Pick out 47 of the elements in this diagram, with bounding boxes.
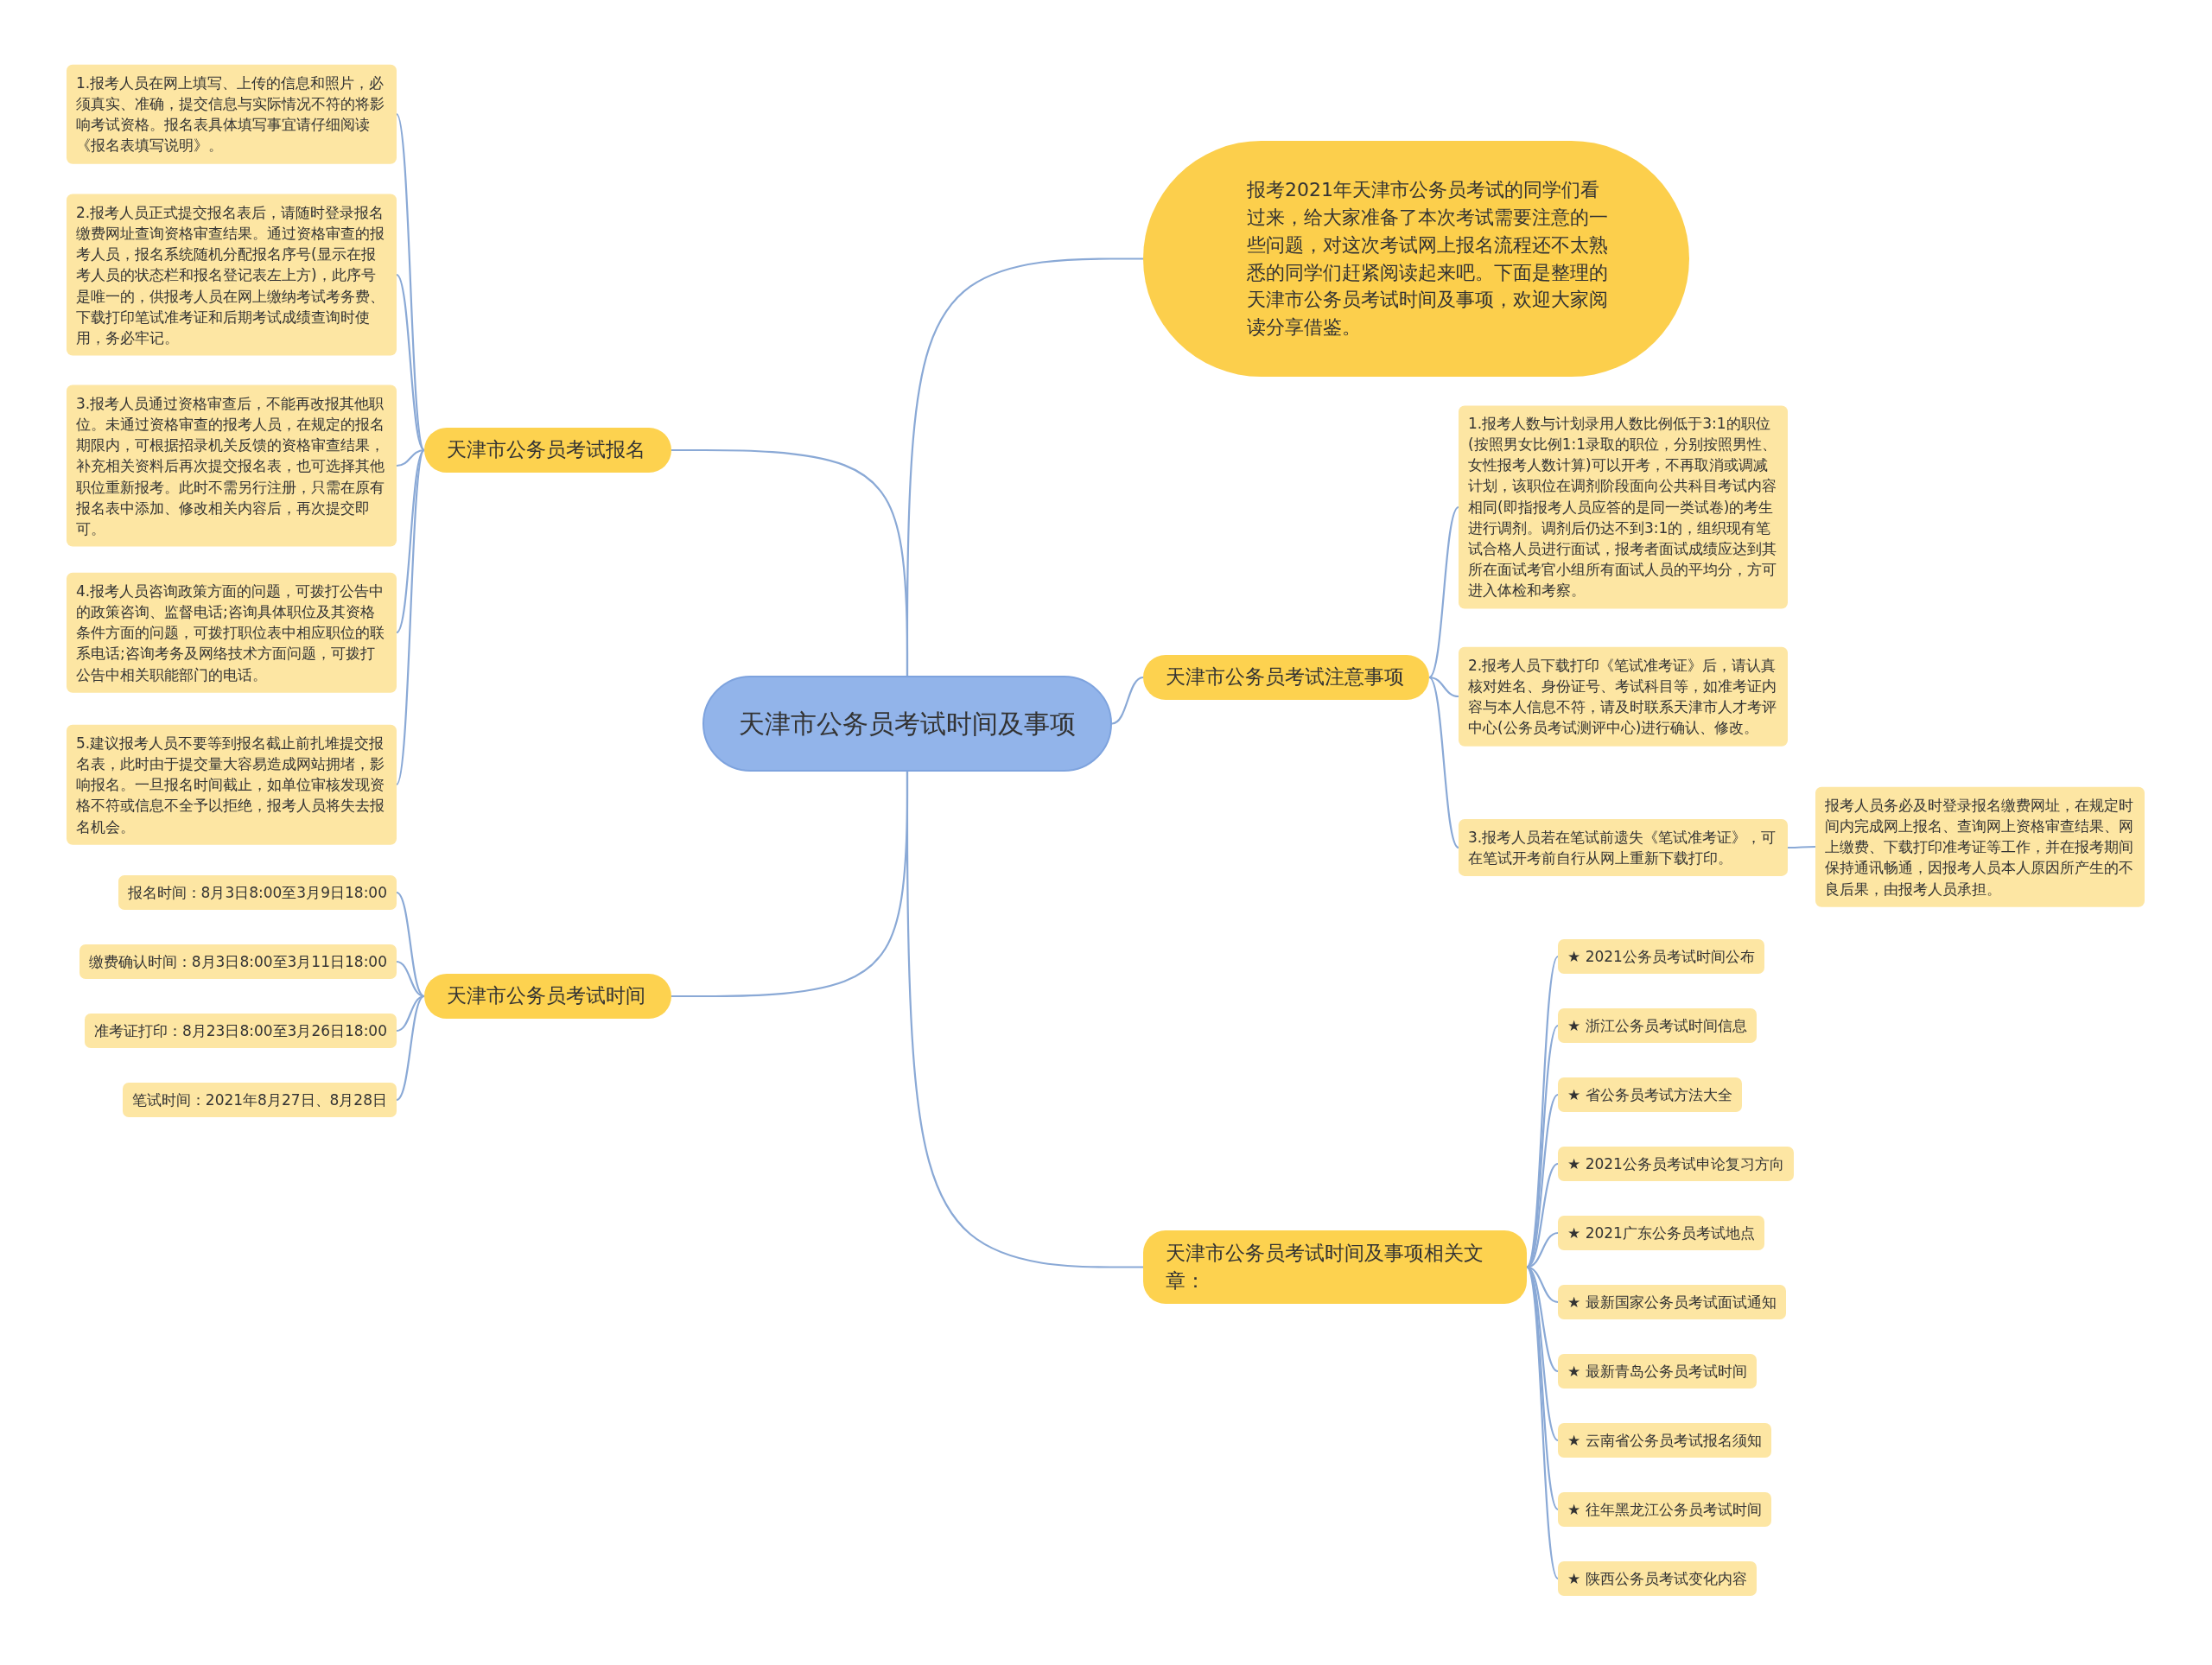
connector-line [396, 274, 425, 451]
article-link-item: ★ 最新青岛公务员考试时间 [1558, 1353, 1757, 1389]
intro-bubble: 报考2021年天津市公务员考试的同学们看过来，给大家准备了本次考试需要注意的一些问题，对这次考试网上报名流程还不太熟悉的同学们赶紧阅读起来吧。下面是整理的天津市公务员考试时间及事项，欢迎大家阅读分享借鉴。 [1143, 141, 1689, 377]
article-link-item: ★ 云南省公务员考试报名须知 [1558, 1422, 1771, 1458]
central-topic: 天津市公务员考试时间及事项 [702, 676, 1112, 772]
article-link-item: ★ 2021公务员考试时间公布 [1558, 938, 1764, 975]
note-card: 3.报考人员若在笔试前遗失《笔试准考证》，可在笔试开考前自行从网上重新下载打印。 [1459, 818, 1788, 877]
branch-topic: 天津市公务员考试报名 [424, 428, 671, 473]
connector-line [1526, 1266, 1559, 1510]
connector-line [396, 113, 425, 451]
connector-line [1428, 676, 1459, 698]
branch-topic: 天津市公务员考试时间 [424, 974, 671, 1019]
connector-line [1111, 676, 1144, 725]
connector-line [396, 892, 425, 997]
schedule-item: 准考证打印：8月23日8:00至3月26日18:00 [84, 1013, 397, 1049]
note-card: 报考人员务必及时登录报名缴费网址，在规定时间内完成网上报名、查询网上资格审查结果、网上缴费、下载打印准考证等工作，并在报考期间保持通讯畅通，因报考人员本人原因所产生的不良后果，由报考人员承担。 [1815, 786, 2145, 907]
article-link-item: ★ 2021广东公务员考试地点 [1558, 1215, 1764, 1251]
article-link-item: ★ 浙江公务员考试时间信息 [1558, 1007, 1757, 1044]
article-link-item: ★ 2021公务员考试申论复习方向 [1558, 1146, 1794, 1182]
connector-line [1526, 1025, 1559, 1268]
article-link-item: ★ 最新国家公务员考试面试通知 [1558, 1284, 1786, 1320]
schedule-item: 报名时间：8月3日8:00至3月9日18:00 [118, 874, 397, 911]
article-link-item: ★ 陕西公务员考试变化内容 [1558, 1560, 1757, 1597]
branch-topic: 天津市公务员考试时间及事项相关文章： [1143, 1230, 1527, 1304]
note-card: 4.报考人员咨询政策方面的问题，可拨打公告中的政策咨询、监督电话;咨询具体职位及其资格条件方面的问题，可拨打职位表中相应职位的联系电话;咨询考务及网络技术方面问题，可拨打公告中相关职能部门的电话。 [67, 572, 397, 693]
connector-line [1526, 1266, 1559, 1579]
connector-line [396, 448, 425, 467]
note-card: 1.报考人数与计划录用人数比例低于3:1的职位(按照男女比例1:1录取的职位，分别按照男性、女性报考人数计算)可以开考，不再取消或调减计划，该职位在调剂阶段面向公共科目考试内容相同(即指报考人员应答的是同一类试卷)的考生进行调剂。调剂后仍达不到3:1的，组织现有笔试合格人员进行面试，报考者面试成绩应达到其所在面试考官小组所有面试人员的平均分，方可进入体检和考察。 [1459, 405, 1788, 609]
connector-line [396, 995, 425, 1101]
schedule-item: 缴费确认时间：8月3日8:00至3月11日18:00 [79, 944, 397, 980]
article-link-item: ★ 省公务员考试方法大全 [1558, 1077, 1742, 1113]
connector-line [1788, 845, 1815, 849]
note-card: 2.报考人员正式提交报名表后，请随时登录报名缴费网址查询资格审查结果。通过资格审查的报考人员，报名系统随机分配报名序号(显示在报考人员的状态栏和报名登记表左上方)，此序号是唯一的，供报考人员在网上缴纳考试考务费、下载打印笔试准考证和后期考试成绩查询时使用，务必牢记。 [67, 194, 397, 356]
connector-line [1428, 677, 1459, 848]
connector-line [396, 995, 425, 1033]
note-card: 3.报考人员通过资格审查后，不能再改报其他职位。未通过资格审查的报考人员，在规定的报名期限内，可根据招录机关反馈的资格审查结果，补充相关资料后再次提交报名表，也可选择其他职位重新报考。此时不需另行注册，只需在原有报名表中添加、修改相关内容后，再次提交即可。 [67, 384, 397, 547]
schedule-item: 笔试时间：2021年8月27日、8月28日 [122, 1082, 397, 1118]
note-card: 5.建议报考人员不要等到报名截止前扎堆提交报名表，此时由于提交量大容易造成网站拥堵，影响报名。一旦报名时间截止，如单位审核发现资格不符或信息不全予以拒绝，报考人员将失去报名机会。 [67, 724, 397, 845]
connector-line [906, 772, 1143, 1268]
connector-line [1428, 506, 1459, 678]
note-card: 2.报考人员下载打印《笔试准考证》后，请认真核对姓名、身份证号、考试科目等，如准考证内容与本人信息不符，请及时联系天津市人才考评中心(公务员考试测评中心)进行确认、修改。 [1459, 646, 1788, 747]
connector-line [396, 449, 425, 785]
article-link-item: ★ 往年黑龙江公务员考试时间 [1558, 1491, 1771, 1528]
connector-line [396, 449, 425, 633]
note-card: 1.报考人员在网上填写、上传的信息和照片，必须真实、准确，提交信息与实际情况不符的将影响考试资格。报名表具体填写事宜请仔细阅读《报名表填写说明》。 [67, 64, 397, 164]
branch-topic: 天津市公务员考试注意事项 [1143, 655, 1429, 700]
connector-line [671, 448, 909, 676]
